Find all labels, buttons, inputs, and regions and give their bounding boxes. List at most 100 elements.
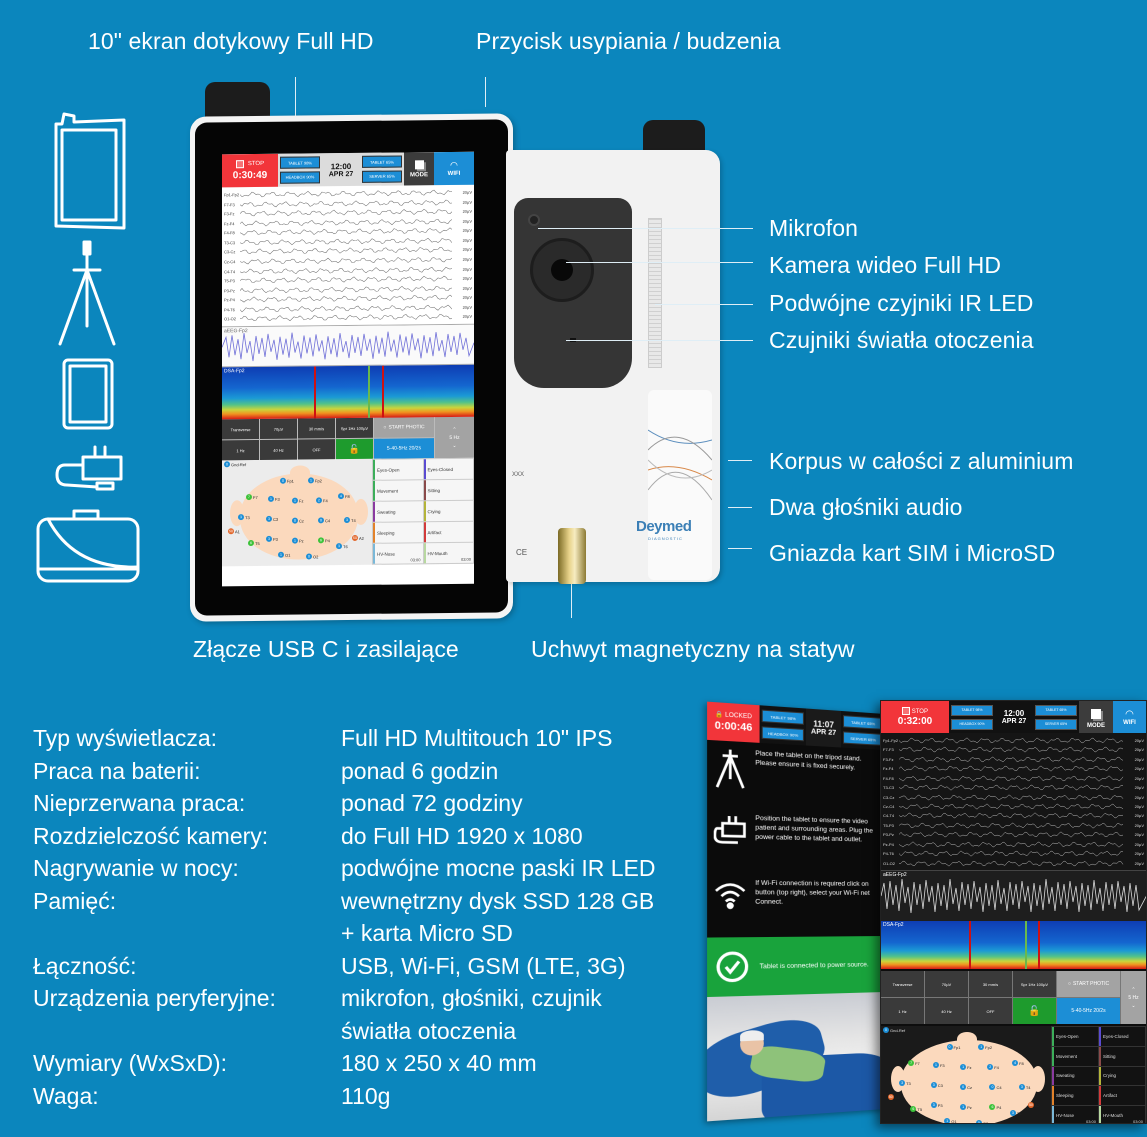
- setup-step-tripod: Place the tablet on the tripod stand. Pl…: [707, 740, 885, 812]
- notch-filter-button[interactable]: OFF: [969, 998, 1012, 1024]
- start-photic-button[interactable]: ○START PHOTIC: [1057, 971, 1120, 997]
- tablet-front: STOP 0:30:49 TABLET 98% HEADBOX 90% 12:0…: [190, 113, 513, 622]
- frequency-stepper[interactable]: ⌃5 Hz⌄: [1121, 971, 1146, 1024]
- sensitivity-button[interactable]: 70µV: [260, 418, 297, 439]
- event-button[interactable]: Sweating: [1052, 1066, 1098, 1086]
- event-button[interactable]: Eyes-Open: [373, 459, 423, 480]
- photic-program-button[interactable]: 5-40-5Hz 20/2s: [374, 438, 434, 459]
- wifi-button[interactable]: ◠ WIFI: [1113, 701, 1146, 733]
- event-button[interactable]: Eyes-Closed: [1099, 1027, 1145, 1046]
- event-button[interactable]: Sitting: [423, 479, 473, 501]
- montage-button[interactable]: Transverse: [222, 418, 259, 440]
- event-button[interactable]: Sweating: [373, 501, 423, 522]
- unlock-button[interactable]: 🔓: [336, 438, 373, 460]
- event-button[interactable]: Sleeping: [373, 522, 423, 543]
- event-button[interactable]: Crying: [1099, 1066, 1145, 1086]
- photic-program-button[interactable]: 5-40-5Hz 20/2s: [1057, 998, 1120, 1024]
- event-button[interactable]: Crying: [423, 500, 473, 522]
- event-button[interactable]: Movement: [373, 480, 423, 501]
- leader-line: [728, 460, 752, 461]
- channel-label: F7-F3: [883, 747, 894, 753]
- stop-button[interactable]: STOP 0:30:49: [222, 153, 278, 188]
- event-button[interactable]: Artifact: [423, 521, 473, 543]
- notch-filter-button[interactable]: OFF: [298, 439, 335, 460]
- tripod-icon: [714, 747, 747, 791]
- spec-key: Pamięć:: [33, 887, 117, 914]
- spectrum-button[interactable]: Spr 1Hz 100µV: [336, 417, 373, 439]
- event-button[interactable]: Eyes-Closed: [423, 458, 473, 480]
- mode-button[interactable]: MODE: [404, 152, 434, 186]
- mode-button[interactable]: MODE: [1079, 701, 1113, 733]
- locked-indicator[interactable]: 🔒 LOCKED 0:00:46: [707, 701, 760, 743]
- low-pass-filter-button[interactable]: 40 Hz: [260, 439, 297, 460]
- event-button[interactable]: Movement: [1052, 1046, 1098, 1066]
- stop-button[interactable]: STOP 0:32:00: [881, 701, 949, 733]
- unlock-button[interactable]: 🔓: [1013, 998, 1056, 1024]
- event-button[interactable]: Sitting: [1099, 1046, 1145, 1066]
- speed-button[interactable]: 30 mm/s: [969, 971, 1012, 997]
- event-button[interactable]: Eyes-Open: [1052, 1027, 1098, 1046]
- montage-button[interactable]: Transverse: [881, 971, 924, 997]
- speed-button[interactable]: 30 mm/s: [298, 418, 335, 439]
- spectrum-button[interactable]: Spr 1Hz 100µV: [1013, 971, 1056, 997]
- sensitivity-button[interactable]: 70µV: [925, 971, 968, 997]
- event-button[interactable]: Sleeping: [1052, 1086, 1098, 1106]
- wifi-button[interactable]: ◠ WIFI: [434, 151, 474, 186]
- dsa-spectrogram: DSA-Fp2: [881, 921, 1146, 969]
- frequency-stepper[interactable]: ⌃5 Hz⌄: [435, 416, 474, 459]
- event-button[interactable]: Artifact: [1099, 1086, 1145, 1106]
- high-pass-filter-button[interactable]: 1 Hz: [222, 439, 259, 461]
- high-pass-filter-button[interactable]: 1 Hz: [881, 998, 924, 1024]
- low-pass-filter-button[interactable]: 40 Hz: [925, 998, 968, 1024]
- start-photic-button[interactable]: ○START PHOTIC: [374, 417, 434, 438]
